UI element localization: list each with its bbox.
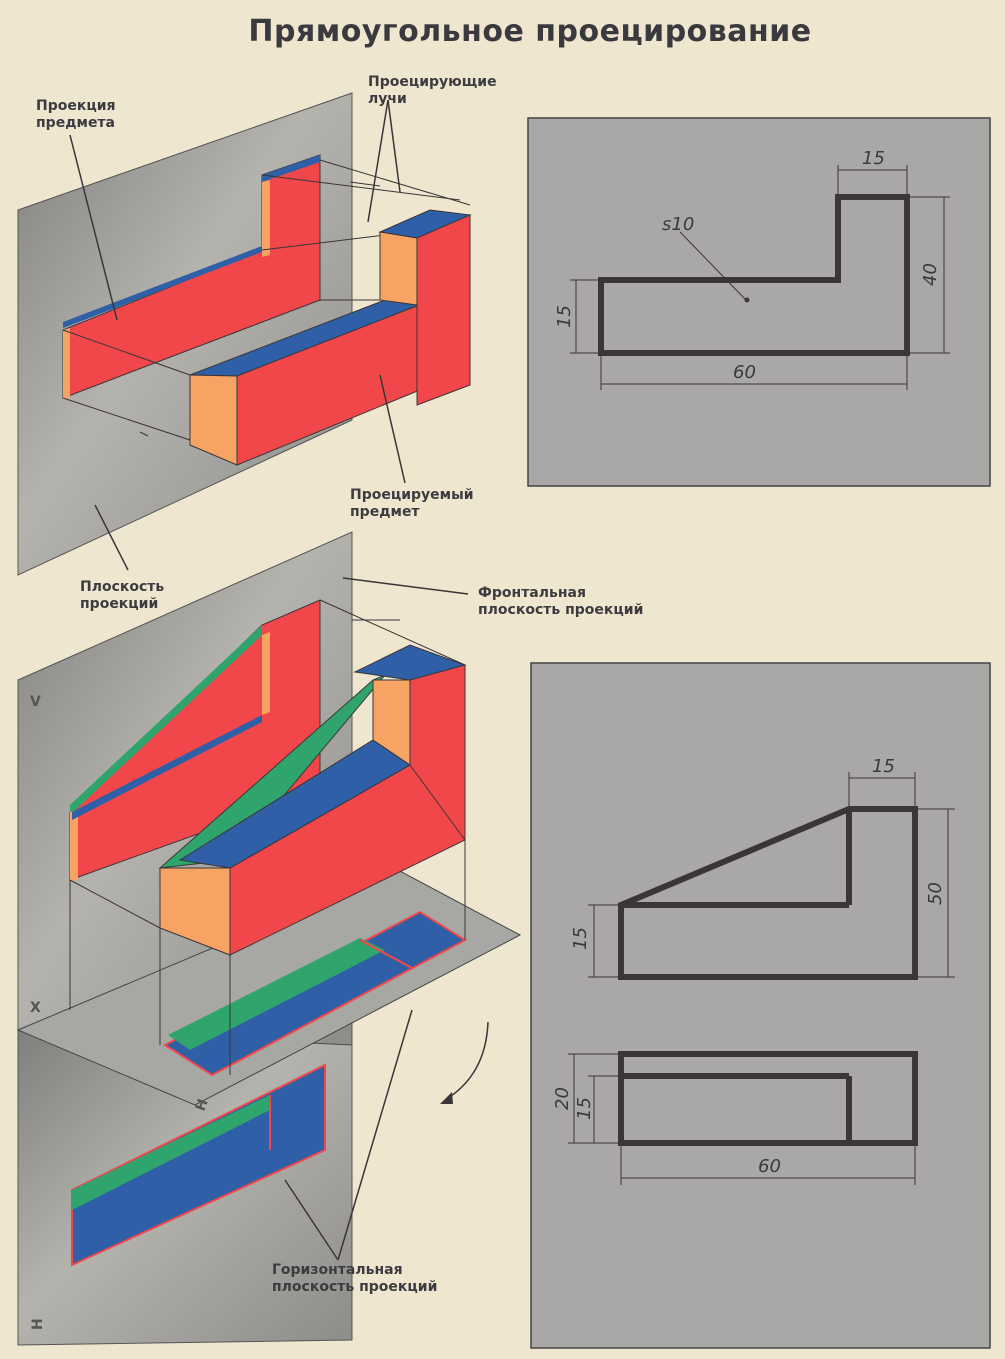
page-title: Прямоугольное проецирование xyxy=(248,14,812,49)
projected-wedge-object xyxy=(158,644,467,956)
dim-1-thickness: s10 xyxy=(662,214,694,235)
leader-lines-top xyxy=(69,99,406,571)
drawing-panel-2 xyxy=(530,662,991,1349)
unfolded-projection-shape xyxy=(71,1063,326,1267)
dim-1-top-width: 15 xyxy=(862,148,885,169)
dim-1-length: 60 xyxy=(733,362,756,383)
axis-h-bottom-label: H xyxy=(30,1318,46,1330)
axis-h-mid-label: H xyxy=(193,1097,212,1113)
leader-lines-bottom xyxy=(284,577,469,1261)
dim-2-plan-outer: 20 xyxy=(552,1087,573,1110)
dim-2-length: 60 xyxy=(758,1156,781,1177)
dim-2-top-width: 15 xyxy=(872,756,895,777)
drawing-panel-1 xyxy=(527,117,991,487)
label-projecting-rays: Проецирующие лучи xyxy=(368,74,497,107)
projecting-rays-lower xyxy=(69,599,466,1075)
dim-1-right-height: 40 xyxy=(920,263,941,286)
axis-x-label: X xyxy=(30,1000,41,1016)
dim-2-left-height: 15 xyxy=(570,927,591,950)
dim-1-left-height: 15 xyxy=(554,305,575,328)
label-horizontal-plane: Горизонтальная плоскость проекций xyxy=(272,1262,438,1295)
label-projected-object: Проецируемый предмет xyxy=(350,487,474,520)
label-object-projection: Проекция предмета xyxy=(36,98,116,131)
dim-2-plan-inner: 15 xyxy=(574,1097,595,1120)
projecting-rays xyxy=(62,159,471,441)
axis-v-label: V xyxy=(30,694,41,710)
dim-2-right-height: 50 xyxy=(925,882,946,905)
projected-object xyxy=(189,209,472,466)
label-projection-plane: Плоскость проекций xyxy=(80,579,165,612)
label-frontal-plane: Фронтальная плоскость проекций xyxy=(478,585,644,618)
rotation-arrow-icon xyxy=(440,1021,489,1104)
